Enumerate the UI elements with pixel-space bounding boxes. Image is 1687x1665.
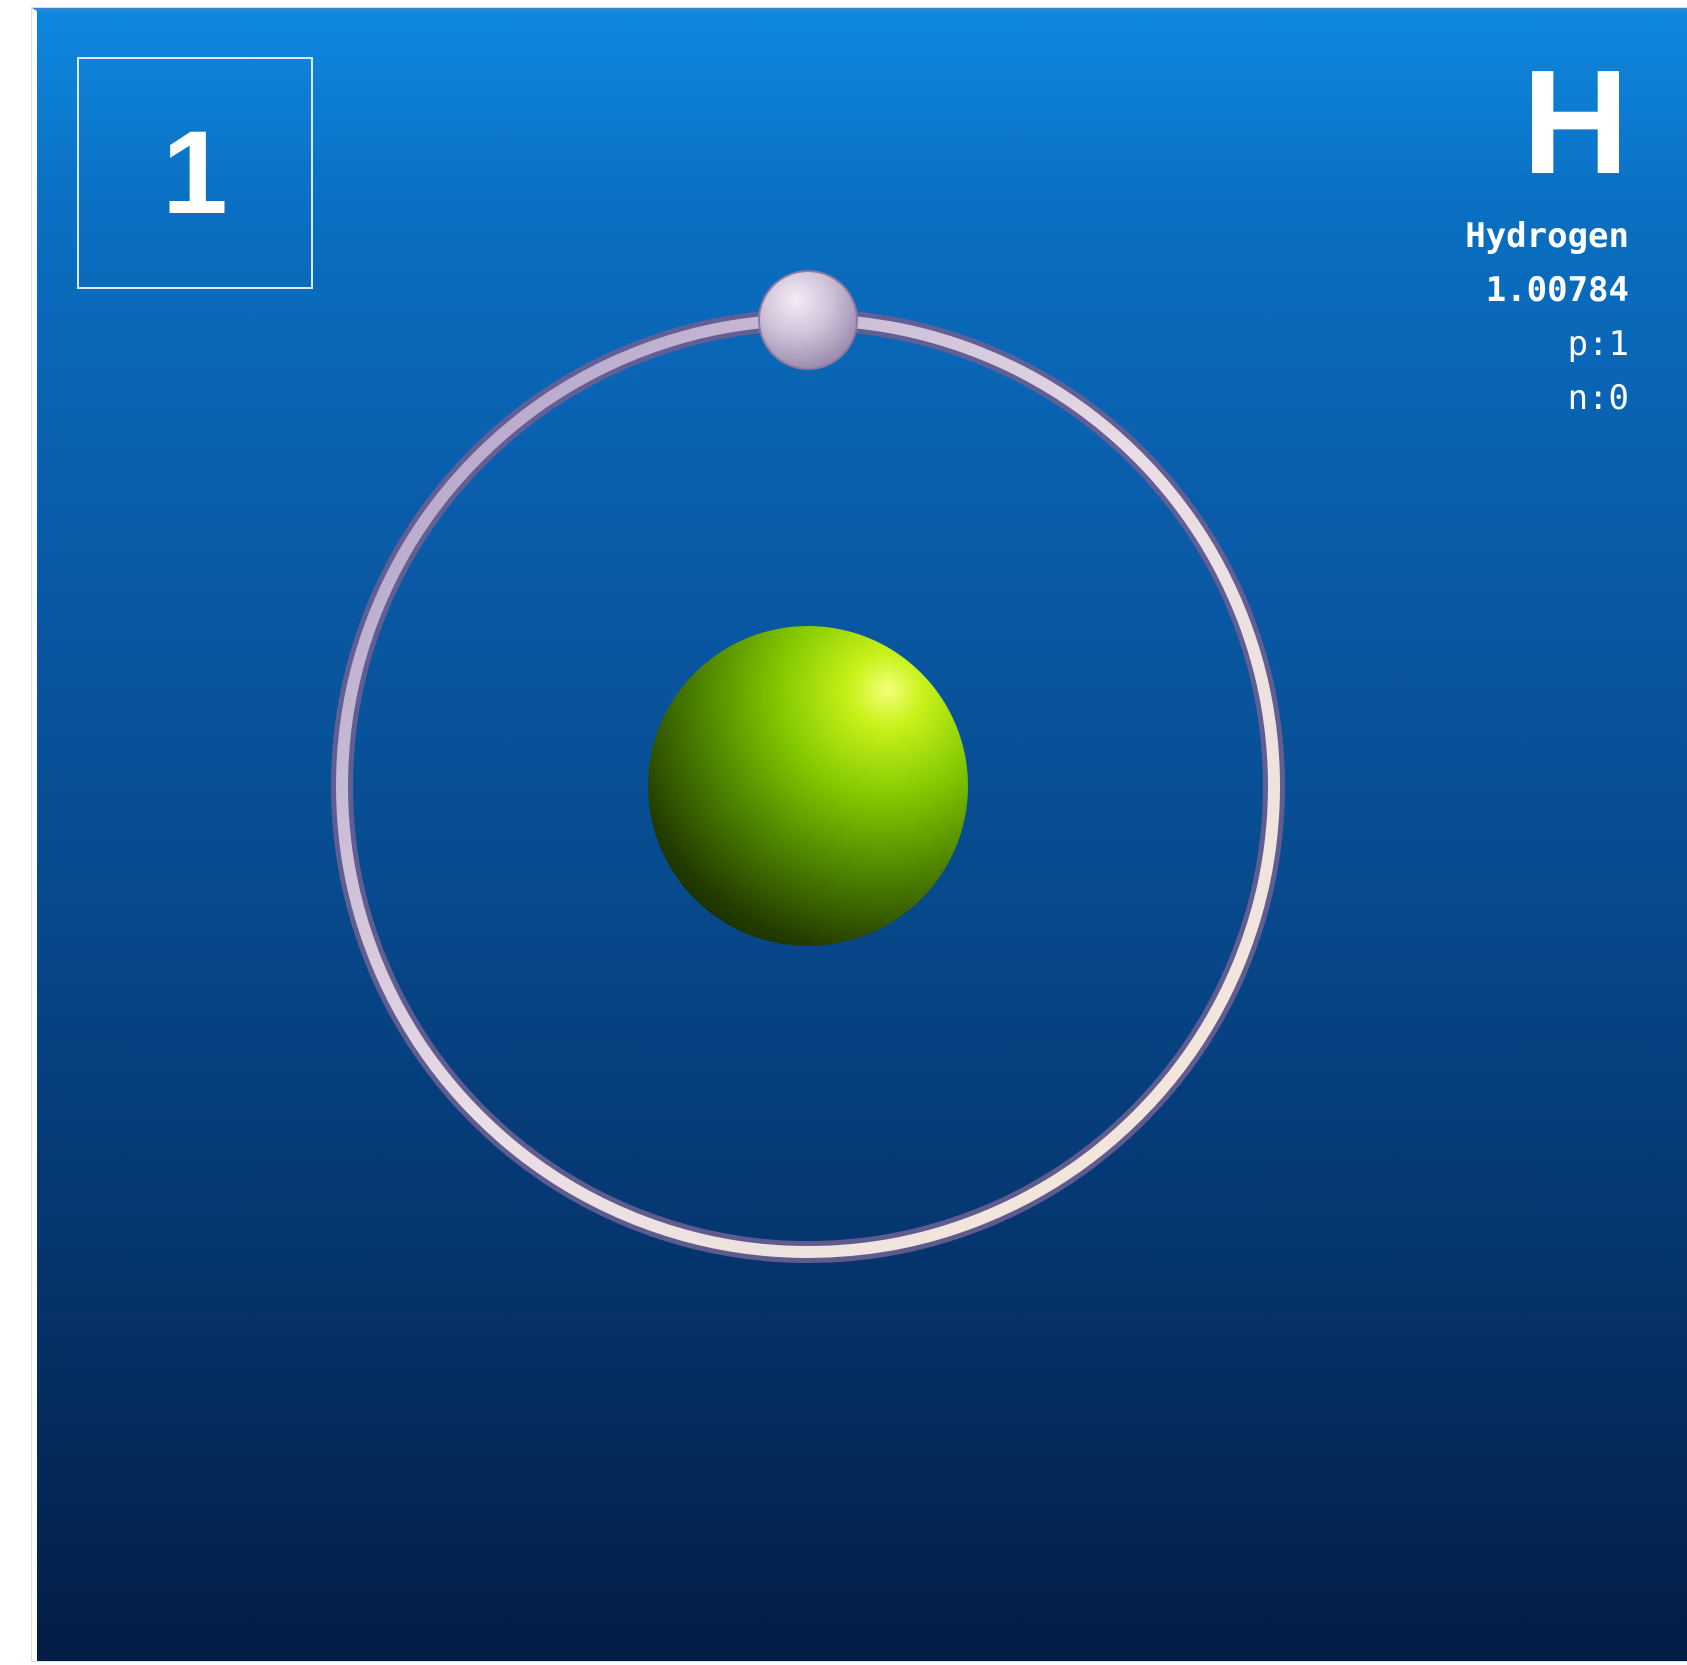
atom-model xyxy=(331,270,1285,1263)
atomic-mass: 1.00784 xyxy=(1485,270,1629,310)
element-name: Hydrogen xyxy=(1465,216,1629,256)
proton-count: p:1 xyxy=(1567,324,1629,364)
element-card: 1 H Hydrogen 1.00784 p:1 n:0 xyxy=(31,7,1687,1662)
atomic-number-box: 1 xyxy=(77,57,313,289)
neutron-count: n:0 xyxy=(1567,378,1629,418)
electron xyxy=(758,270,858,370)
element-symbol: H xyxy=(1522,40,1629,205)
nucleus xyxy=(648,626,968,946)
atomic-number: 1 xyxy=(162,107,228,239)
